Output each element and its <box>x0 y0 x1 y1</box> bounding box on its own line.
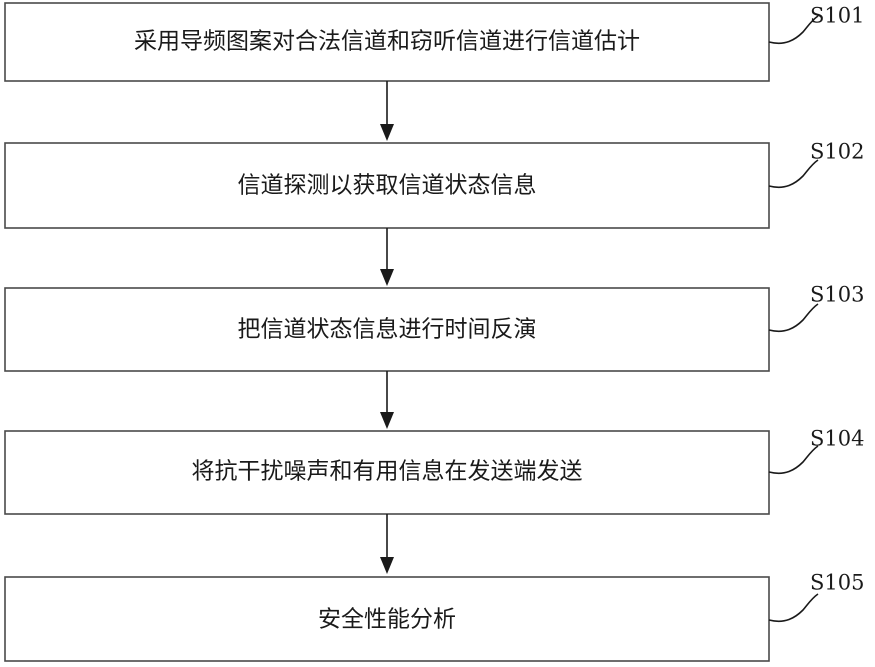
step-label: S102 <box>810 140 864 164</box>
step-text: 把信道状态信息进行时间反演 <box>238 317 537 343</box>
step-text: 采用导频图案对合法信道和窃听信道进行信道估计 <box>134 29 640 55</box>
step-label: S104 <box>810 427 864 451</box>
step-label-leader <box>769 304 818 331</box>
arrow-s102-s103 <box>380 228 394 286</box>
step-text: 信道探测以获取信道状态信息 <box>238 173 537 199</box>
step-s102: 信道探测以获取信道状态信息 S102 <box>5 140 864 229</box>
step-label-leader <box>769 160 818 187</box>
step-s104: 将抗干扰噪声和有用信息在发送端发送 S104 <box>5 427 864 515</box>
step-text: 将抗干扰噪声和有用信息在发送端发送 <box>192 459 583 485</box>
step-label: S103 <box>810 283 864 307</box>
step-s101: 采用导频图案对合法信道和窃听信道进行信道估计 S101 <box>5 3 864 81</box>
step-text: 安全性能分析 <box>318 607 456 633</box>
arrow-s104-s105 <box>380 514 394 574</box>
step-s103: 把信道状态信息进行时间反演 S103 <box>5 283 864 372</box>
arrow-s101-s102 <box>380 81 394 141</box>
step-label: S105 <box>810 571 864 595</box>
step-s105: 安全性能分析 S105 <box>5 571 864 662</box>
step-label: S101 <box>810 4 864 28</box>
step-label-leader <box>769 594 818 621</box>
arrow-s103-s104 <box>380 371 394 429</box>
